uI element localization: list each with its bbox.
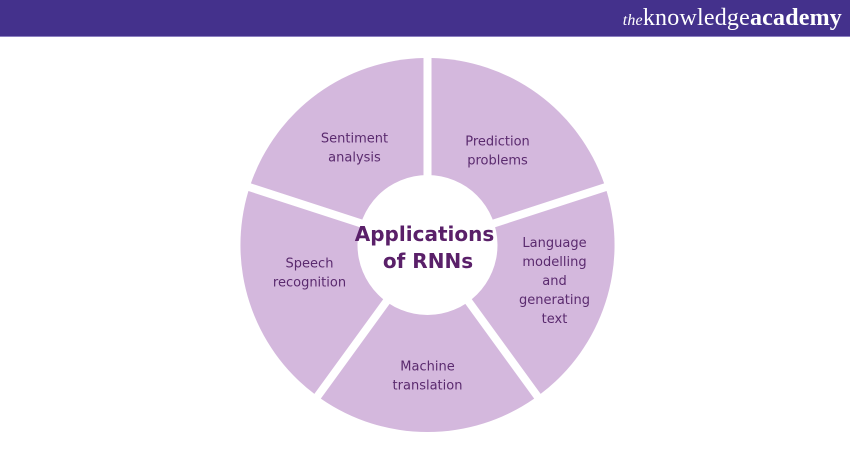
- brand-main: knowledge: [642, 5, 750, 31]
- center-title-line-1: Applications: [355, 222, 494, 246]
- segment-speech-recognition: [240, 191, 389, 394]
- segment-label-line: Machine: [400, 360, 454, 375]
- center-title: Applications of RNNs: [355, 222, 501, 273]
- center-circle: [357, 175, 498, 315]
- segment-label-line: problems: [467, 154, 528, 169]
- center-title-line-2: of RNNs: [383, 249, 473, 273]
- brand-prefix: the: [622, 12, 643, 29]
- segment-label-line: analysis: [328, 151, 381, 166]
- segment-label-sentiment-analysis: Sentiment analysis: [321, 132, 388, 166]
- segment-machine-translation: [320, 295, 535, 433]
- segment-label-line: Speech: [286, 257, 334, 272]
- segment-label-machine-translation: Machine translation: [393, 360, 463, 394]
- segment-sentiment-analysis: [250, 58, 424, 223]
- segment-label-line: Sentiment: [321, 132, 388, 147]
- segment-label-prediction-problems: Prediction problems: [465, 135, 530, 169]
- segment-label-language-modelling: Language modelling and generating text: [519, 236, 590, 327]
- header-bar: theknowledgeacademy: [0, 0, 850, 37]
- segment-prediction-problems: [431, 58, 605, 223]
- brand-logo: theknowledgeacademy: [623, 3, 842, 36]
- segment-label-line: translation: [393, 379, 463, 394]
- brand-suffix: academy: [749, 5, 842, 31]
- segment-label-line: generating: [519, 293, 590, 308]
- segment-language-modelling: [466, 191, 615, 394]
- segment-label-line: Language: [522, 236, 586, 251]
- segment-label-line: modelling: [522, 255, 586, 270]
- segment-label-line: Prediction: [465, 135, 530, 150]
- segment-label-speech-recognition: Speech recognition: [273, 257, 346, 291]
- segment-label-line: recognition: [273, 276, 346, 291]
- wheel-segments: [240, 58, 615, 433]
- segment-label-line: text: [542, 312, 568, 327]
- segment-label-line: and: [542, 274, 566, 289]
